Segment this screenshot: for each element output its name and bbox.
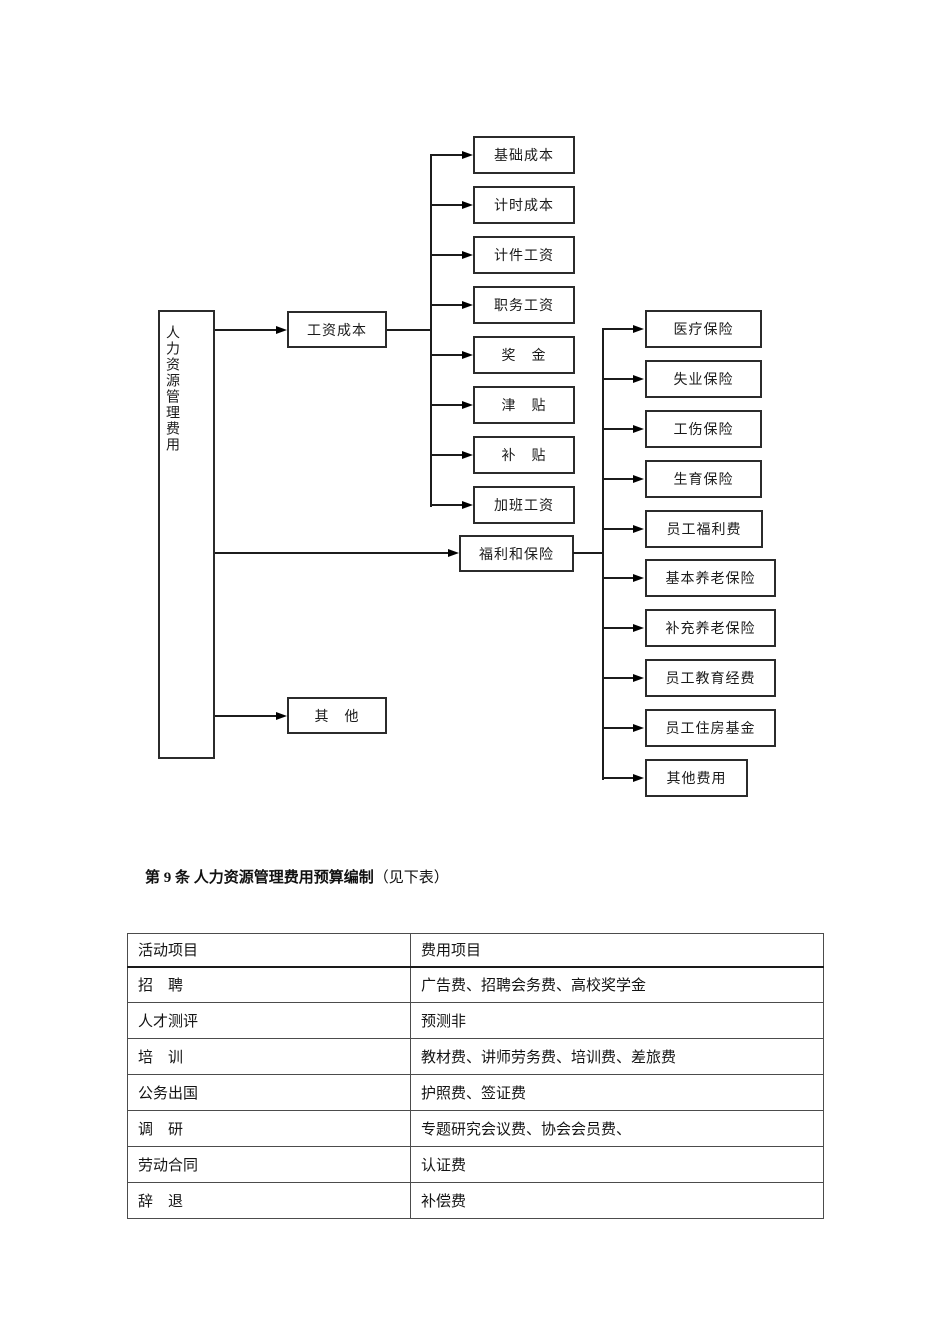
diagram-box-bonus: 奖 金 bbox=[473, 336, 575, 374]
arrowhead-welfare-child-7 bbox=[633, 624, 644, 632]
arrowhead-welfare-child-8 bbox=[633, 674, 644, 682]
table-row: 辞 退 补偿费 bbox=[127, 1182, 824, 1219]
connector-wage-child-6 bbox=[430, 404, 463, 406]
arrowhead-root-other bbox=[276, 712, 287, 720]
connector-welfare-child-10 bbox=[602, 777, 634, 779]
table-header-expense: 费用项目 bbox=[410, 933, 824, 968]
diagram-box-unemployment-insurance: 失业保险 bbox=[645, 360, 762, 398]
connector-welfare-child-9 bbox=[602, 727, 634, 729]
table-header-row: 活动项目 费用项目 bbox=[127, 933, 824, 968]
table-cell-activity: 劳动合同 bbox=[127, 1146, 411, 1183]
diagram-box-maternity-insurance: 生育保险 bbox=[645, 460, 762, 498]
table-cell-expense: 护照费、签证费 bbox=[410, 1074, 824, 1111]
connector-welfare-trunk bbox=[573, 552, 604, 554]
arrowhead-welfare-child-10 bbox=[633, 774, 644, 782]
diagram-box-subsidy: 补 贴 bbox=[473, 436, 575, 474]
table-row: 公务出国 护照费、签证费 bbox=[127, 1074, 824, 1111]
table-cell-activity: 培 训 bbox=[127, 1038, 411, 1075]
diagram-box-employee-welfare-fee: 员工福利费 bbox=[645, 510, 763, 548]
section-heading-title: 第 9 条 人力资源管理费用预算编制 bbox=[145, 870, 374, 886]
connector-welfare-child-5 bbox=[602, 528, 634, 530]
connector-wage-child-2 bbox=[430, 204, 463, 206]
table-cell-expense: 专题研究会议费、协会会员费、 bbox=[410, 1110, 824, 1147]
diagram-box-overtime-wage: 加班工资 bbox=[473, 486, 575, 524]
arrowhead-welfare-child-5 bbox=[633, 525, 644, 533]
arrowhead-welfare-child-2 bbox=[633, 375, 644, 383]
table-row: 人才测评 预测非 bbox=[127, 1002, 824, 1039]
arrowhead-root-welfare bbox=[448, 549, 459, 557]
connector-wage-child-1 bbox=[430, 154, 463, 156]
table-header-activity: 活动项目 bbox=[127, 933, 411, 968]
connector-wage-child-5 bbox=[430, 354, 463, 356]
table-cell-activity: 招 聘 bbox=[127, 966, 411, 1003]
diagram-box-medical-insurance: 医疗保险 bbox=[645, 310, 762, 348]
arrowhead-welfare-child-4 bbox=[633, 475, 644, 483]
arrowhead-root-wage bbox=[276, 326, 287, 334]
table-cell-expense: 补偿费 bbox=[410, 1182, 824, 1219]
diagram-box-allowance: 津 贴 bbox=[473, 386, 575, 424]
diagram-box-hourly-cost: 计时成本 bbox=[473, 186, 575, 224]
connector-welfare-child-6 bbox=[602, 577, 634, 579]
arrowhead-wage-child-5 bbox=[462, 351, 473, 359]
arrowhead-wage-child-1 bbox=[462, 151, 473, 159]
diagram-box-other-expenses: 其他费用 bbox=[645, 759, 748, 797]
table-row: 培 训 教材费、讲师劳务费、培训费、差旅费 bbox=[127, 1038, 824, 1075]
connector-welfare-child-1 bbox=[602, 328, 634, 330]
table-cell-expense: 教材费、讲师劳务费、培训费、差旅费 bbox=[410, 1038, 824, 1075]
connector-root-wage bbox=[215, 329, 277, 331]
section-heading: 第 9 条 人力资源管理费用预算编制（见下表） bbox=[145, 866, 449, 887]
arrowhead-wage-child-4 bbox=[462, 301, 473, 309]
arrowhead-wage-child-7 bbox=[462, 451, 473, 459]
trunk-welfare-children bbox=[602, 328, 604, 780]
diagram-box-root: 人力资源管理费用 bbox=[158, 310, 215, 759]
diagram-box-education-fund: 员工教育经费 bbox=[645, 659, 776, 697]
arrowhead-welfare-child-1 bbox=[633, 325, 644, 333]
diagram-box-basic-cost: 基础成本 bbox=[473, 136, 575, 174]
connector-wage-child-3 bbox=[430, 254, 463, 256]
connector-wage-trunk bbox=[387, 329, 432, 331]
connector-welfare-child-2 bbox=[602, 378, 634, 380]
diagram-box-other: 其 他 bbox=[287, 697, 387, 734]
connector-welfare-child-7 bbox=[602, 627, 634, 629]
arrowhead-wage-child-6 bbox=[462, 401, 473, 409]
connector-root-welfare bbox=[215, 552, 449, 554]
table-cell-expense: 广告费、招聘会务费、高校奖学金 bbox=[410, 966, 824, 1003]
connector-wage-child-8 bbox=[430, 504, 463, 506]
diagram-box-housing-fund: 员工住房基金 bbox=[645, 709, 776, 747]
arrowhead-welfare-child-6 bbox=[633, 574, 644, 582]
arrowhead-wage-child-3 bbox=[462, 251, 473, 259]
trunk-wage-children bbox=[430, 154, 432, 507]
diagram-box-position-wage: 职务工资 bbox=[473, 286, 575, 324]
arrowhead-welfare-child-3 bbox=[633, 425, 644, 433]
connector-welfare-child-4 bbox=[602, 478, 634, 480]
diagram-box-injury-insurance: 工伤保险 bbox=[645, 410, 762, 448]
table-row: 劳动合同 认证费 bbox=[127, 1146, 824, 1183]
budget-table: 活动项目 费用项目 招 聘 广告费、招聘会务费、高校奖学金 人才测评 预测非 培… bbox=[127, 933, 824, 1219]
diagram-box-basic-pension: 基本养老保险 bbox=[645, 559, 776, 597]
arrowhead-wage-child-8 bbox=[462, 501, 473, 509]
diagram-box-wage-cost: 工资成本 bbox=[287, 311, 387, 348]
arrowhead-welfare-child-9 bbox=[633, 724, 644, 732]
diagram-box-piece-wage: 计件工资 bbox=[473, 236, 575, 274]
diagram-box-welfare-insurance: 福利和保险 bbox=[459, 535, 574, 572]
table-cell-activity: 调 研 bbox=[127, 1110, 411, 1147]
table-cell-activity: 公务出国 bbox=[127, 1074, 411, 1111]
table-cell-expense: 预测非 bbox=[410, 1002, 824, 1039]
diagram-box-supplementary-pension: 补充养老保险 bbox=[645, 609, 776, 647]
table-cell-activity: 辞 退 bbox=[127, 1182, 411, 1219]
table-row: 招 聘 广告费、招聘会务费、高校奖学金 bbox=[127, 966, 824, 1003]
table-cell-expense: 认证费 bbox=[410, 1146, 824, 1183]
connector-wage-child-7 bbox=[430, 454, 463, 456]
table-cell-activity: 人才测评 bbox=[127, 1002, 411, 1039]
connector-wage-child-4 bbox=[430, 304, 463, 306]
connector-welfare-child-8 bbox=[602, 677, 634, 679]
table-row: 调 研 专题研究会议费、协会会员费、 bbox=[127, 1110, 824, 1147]
connector-root-other bbox=[215, 715, 277, 717]
arrowhead-wage-child-2 bbox=[462, 201, 473, 209]
section-heading-note: （见下表） bbox=[373, 870, 449, 886]
connector-welfare-child-3 bbox=[602, 428, 634, 430]
